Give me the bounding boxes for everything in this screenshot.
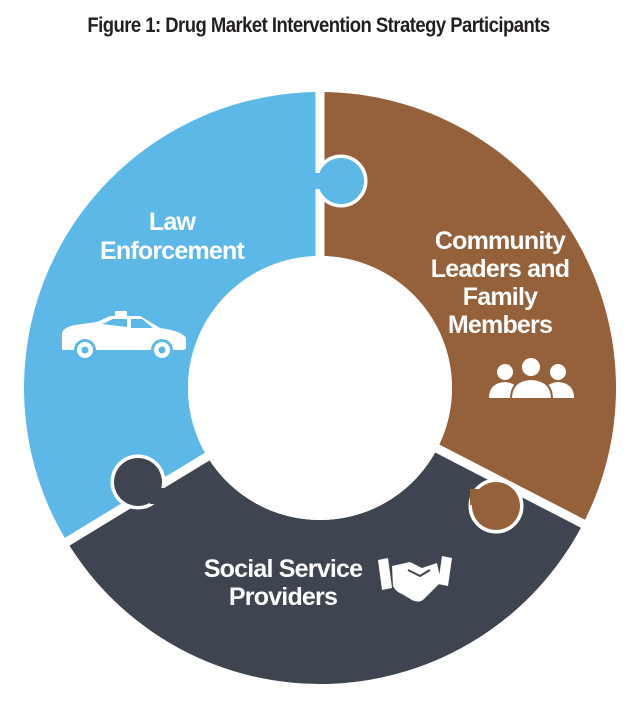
social-service-segment <box>67 448 584 684</box>
label-line: Family <box>463 283 538 311</box>
law-enforcement-label: Law Enforcement <box>100 208 246 265</box>
law-enforcement-segment <box>24 92 321 542</box>
social-service-label: Social Service Providers <box>204 555 364 611</box>
puzzle-knob-left <box>110 454 172 510</box>
label-line: Social Service <box>204 555 363 583</box>
label-line: Members <box>448 311 552 339</box>
police-car-icon <box>62 311 186 361</box>
community-segment <box>320 92 617 524</box>
community-label: Community Leaders and Family Members <box>431 227 570 339</box>
label-line: Community <box>435 227 566 255</box>
figure-title: Figure 1: Drug Market Intervention Strat… <box>87 14 550 37</box>
handshake-icon <box>378 556 452 602</box>
puzzle-knob-top <box>312 154 368 208</box>
label-line: Providers <box>229 583 337 611</box>
people-group-icon <box>489 356 574 400</box>
label-line: Leaders and <box>431 255 569 283</box>
label-line: Law <box>149 208 197 236</box>
label-line: Enforcement <box>100 237 245 265</box>
puzzle-knob-right <box>468 478 524 534</box>
center-hole <box>188 256 452 520</box>
